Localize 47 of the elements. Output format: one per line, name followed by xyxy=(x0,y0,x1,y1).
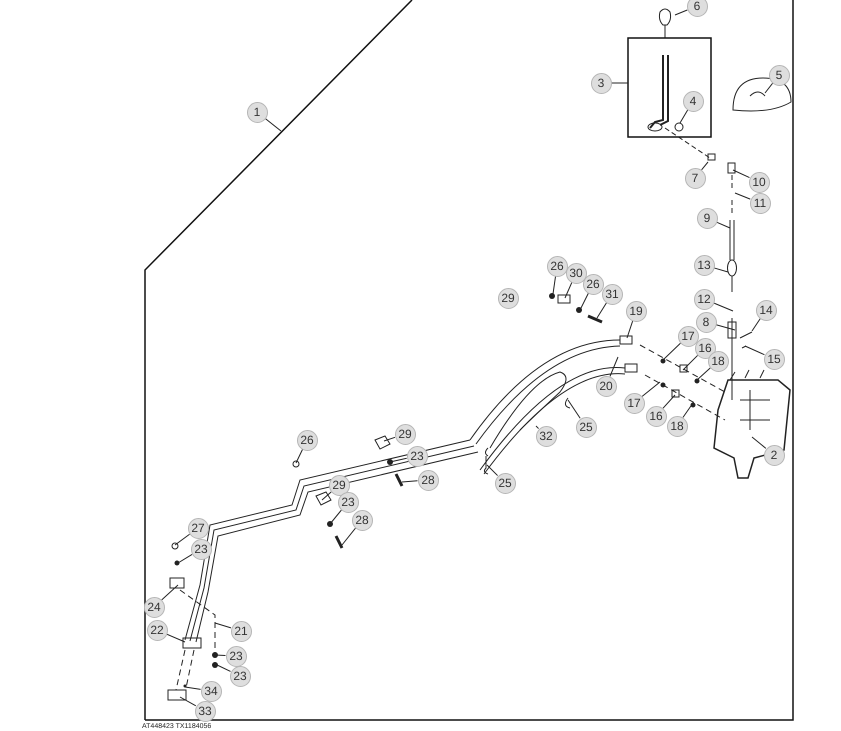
leader-line xyxy=(486,464,498,476)
leader-line xyxy=(674,9,688,16)
leader-line xyxy=(214,654,226,656)
leader-line xyxy=(662,394,676,409)
leader-line xyxy=(580,292,589,310)
leader-line xyxy=(716,324,736,330)
leader-line xyxy=(552,276,556,294)
leader-line xyxy=(536,426,540,430)
leader-line xyxy=(596,302,607,318)
leader-line xyxy=(214,664,232,672)
leader-line xyxy=(166,634,186,642)
leader-line xyxy=(161,584,178,600)
leader-line xyxy=(680,110,688,124)
leader-line xyxy=(564,282,572,298)
leader-line xyxy=(701,162,708,170)
leader-line xyxy=(330,510,342,524)
leader-line xyxy=(732,170,750,178)
leader-line xyxy=(744,346,765,356)
leader-line xyxy=(322,491,332,500)
leader-line xyxy=(342,528,356,546)
leader-line xyxy=(713,302,734,312)
leader-line xyxy=(610,356,618,377)
leader-line xyxy=(682,402,694,418)
leader-line xyxy=(390,458,408,462)
leader-line xyxy=(682,354,698,370)
leader-line xyxy=(611,82,628,84)
leader-line xyxy=(642,382,660,397)
leader-line xyxy=(296,448,303,464)
leader-line xyxy=(214,622,232,628)
leader-line xyxy=(752,318,761,332)
leader-line xyxy=(662,342,681,360)
callout-number: 6 xyxy=(686,0,708,16)
leader-line xyxy=(716,222,730,228)
leader-line xyxy=(178,554,193,564)
leader-line xyxy=(264,118,282,132)
leader-line xyxy=(568,400,581,419)
leader-line xyxy=(384,436,396,442)
leader-line xyxy=(752,436,766,449)
leader-line xyxy=(184,686,202,690)
leader-line xyxy=(174,534,190,546)
leader-line xyxy=(734,192,751,200)
leader-line xyxy=(764,82,774,94)
leader-line xyxy=(696,368,711,380)
leader-line xyxy=(402,480,418,482)
leader-line xyxy=(180,696,196,706)
leader-line xyxy=(714,267,728,272)
leader-line xyxy=(626,320,634,338)
